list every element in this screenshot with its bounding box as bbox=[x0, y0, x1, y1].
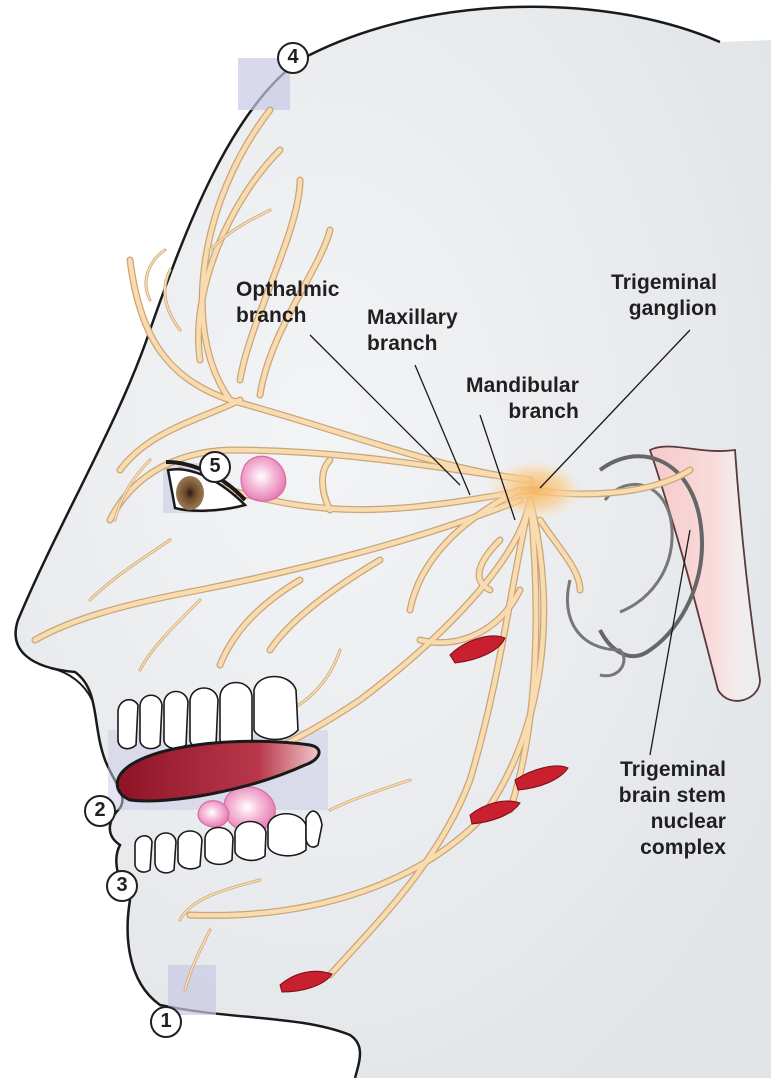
marker-5: 5 bbox=[199, 451, 231, 483]
trigeminal-ganglion bbox=[487, 460, 583, 520]
marker-1: 1 bbox=[150, 1006, 182, 1038]
label-mandibular-branch: Mandibular branch bbox=[422, 373, 579, 425]
label-brainstem-complex: Trigeminal brain stem nuclear complex bbox=[580, 757, 726, 861]
label-ophthalmic-branch: Opthalmic branch bbox=[236, 277, 340, 329]
label-maxillary-branch: Maxillary branch bbox=[367, 305, 458, 357]
marker-3: 3 bbox=[106, 870, 138, 902]
marker-2: 2 bbox=[84, 795, 116, 827]
label-trigeminal-ganglion: Trigeminal ganglion bbox=[576, 270, 717, 322]
marker-4: 4 bbox=[277, 42, 309, 74]
